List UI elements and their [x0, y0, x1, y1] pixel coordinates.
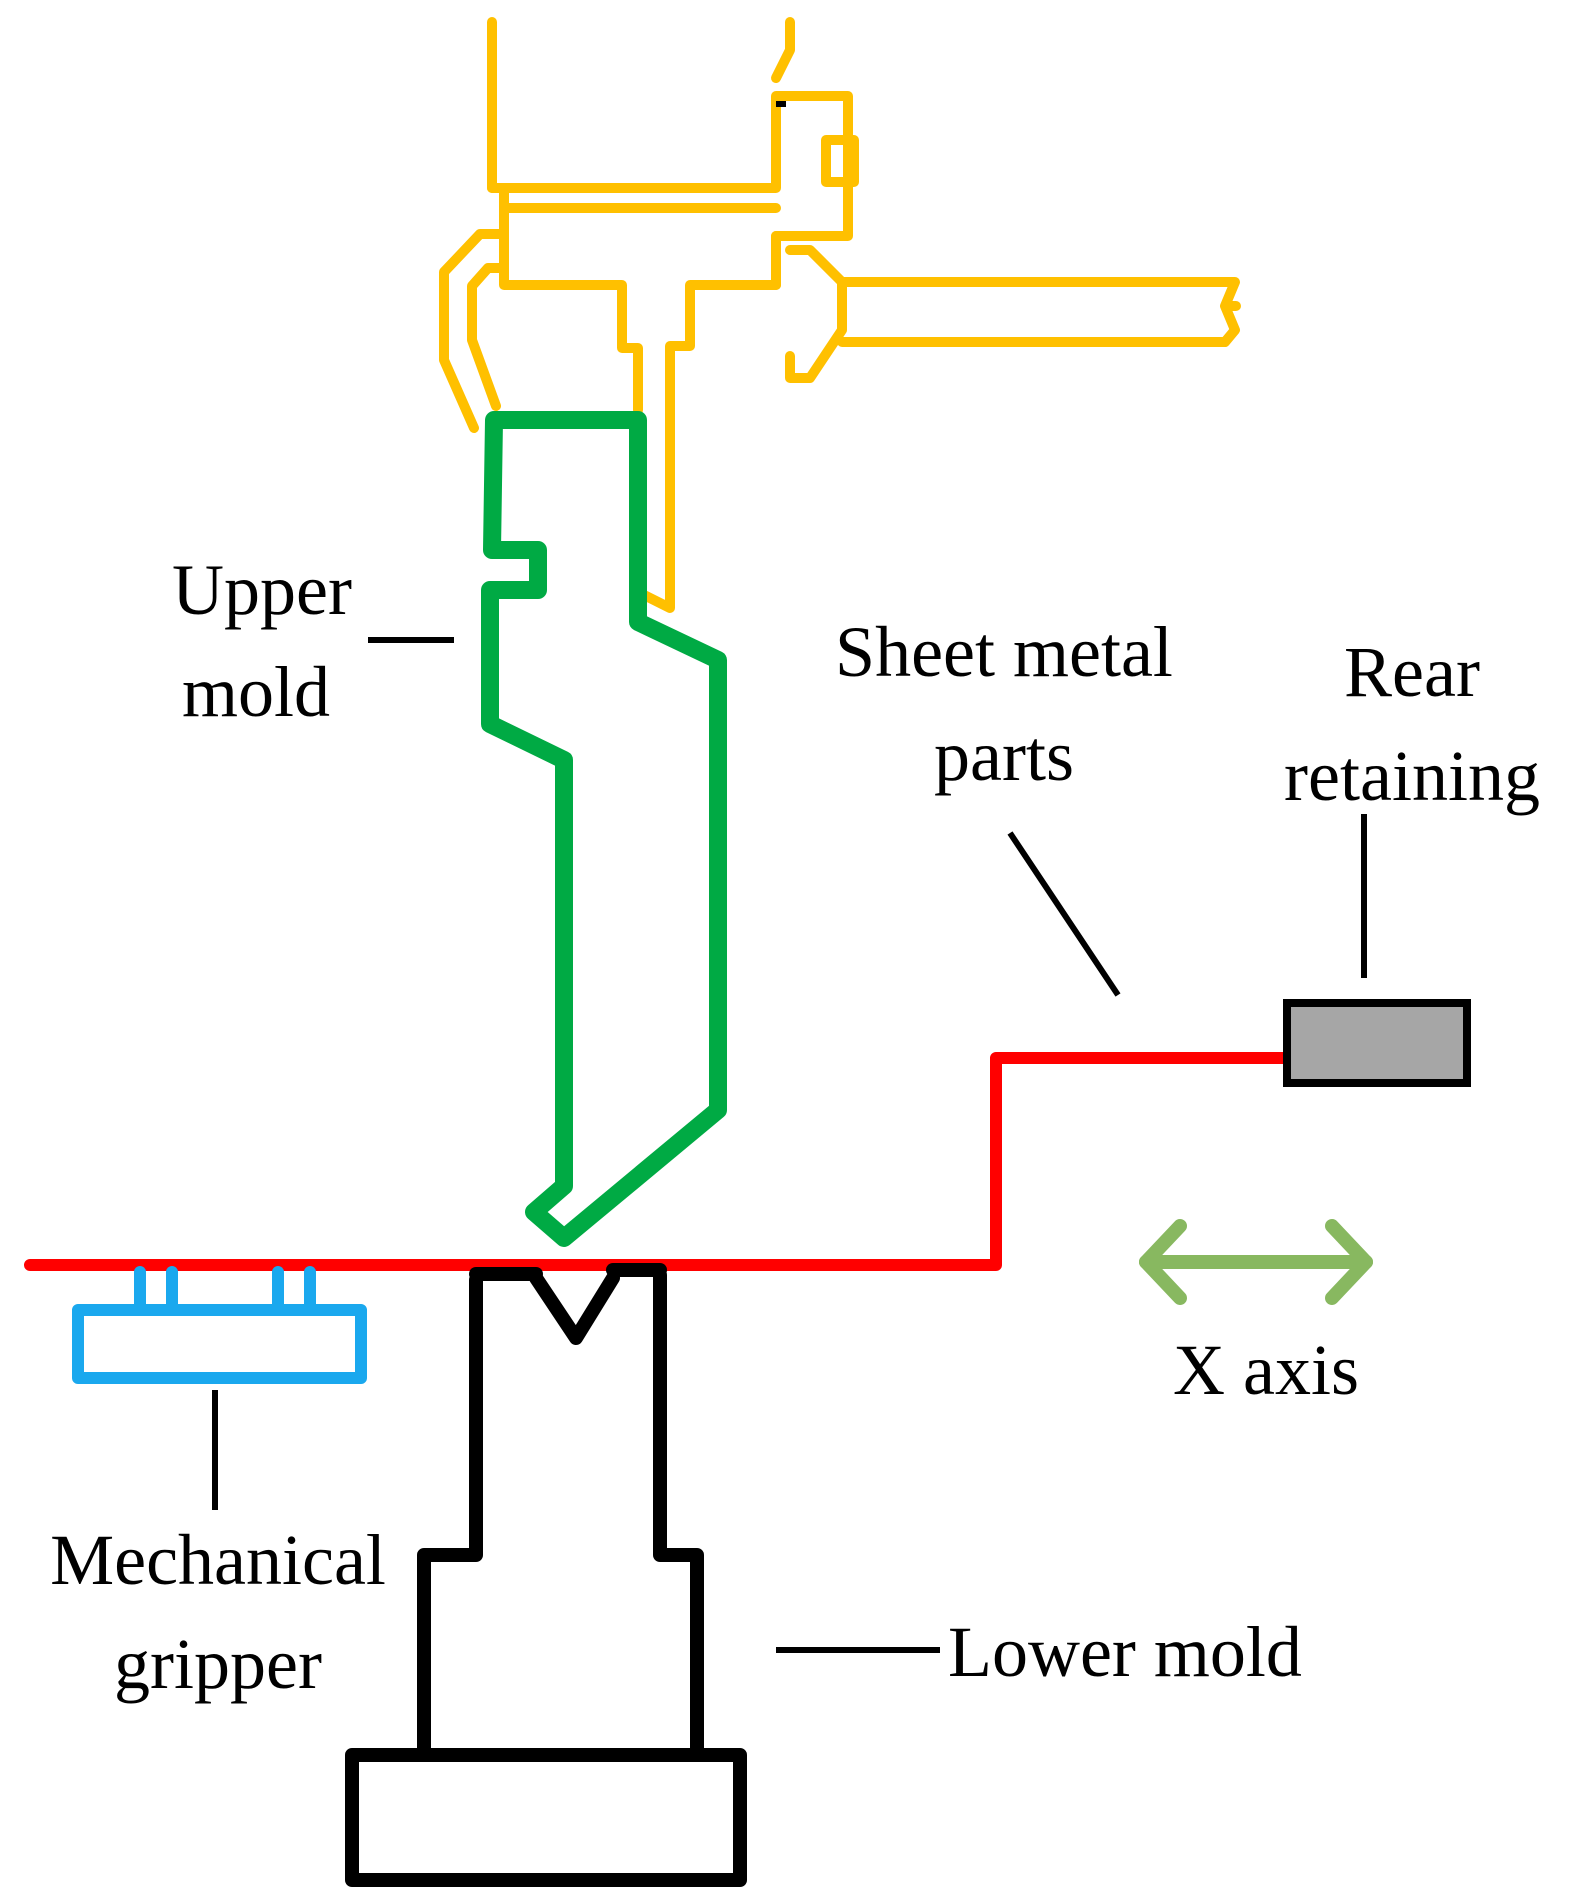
- upper-mold-label-line1: Upper: [172, 550, 352, 630]
- mechanical-gripper: [72, 1266, 367, 1384]
- ram-upper-beam: [487, 91, 853, 241]
- ram-cylinder-head: [785, 245, 847, 383]
- ram-cylinder-rod: [837, 277, 1240, 347]
- sheet-metal-label-line1: Sheet metal: [835, 612, 1173, 692]
- upper-mold-outline: [481, 411, 727, 1247]
- upper-mold-label-line2: mold: [182, 652, 330, 732]
- x-axis-arrowhead-right: [1325, 1219, 1373, 1305]
- x-axis-arrow: [1139, 1219, 1373, 1305]
- lower-mold-base: [345, 1748, 747, 1887]
- rear-retaining-label-line1: Rear: [1344, 632, 1480, 712]
- gripper-body: [72, 1304, 367, 1384]
- lower-mold-v-die: [529, 1271, 620, 1345]
- sheet-metal-label-line2: parts: [934, 716, 1074, 796]
- press-frame: [439, 17, 1241, 613]
- ram-right-rail: [771, 17, 795, 83]
- rear-retaining-label-line2: retaining: [1284, 736, 1540, 816]
- lower-mold-body: [417, 1268, 704, 1762]
- rear-retaining-block: [1283, 999, 1471, 1087]
- sheet-metal-part: [24, 1052, 1291, 1271]
- clamp-outer-arm: [439, 229, 509, 433]
- sheet-metal-leader: [1007, 831, 1121, 997]
- mechanical-gripper-label-line2: gripper: [114, 1624, 322, 1704]
- x-axis-arrowhead-left: [1139, 1219, 1187, 1305]
- clamp-inner-arm: [467, 263, 509, 411]
- lower-mold: [345, 1263, 747, 1887]
- leader-lines: [212, 637, 1367, 1653]
- lower-mold-label: Lower mold: [948, 1612, 1302, 1692]
- mechanical-gripper-label-line1: Mechanical: [50, 1520, 386, 1600]
- ram-center-post: [629, 280, 781, 613]
- ram-side-box: [821, 135, 859, 187]
- x-axis-label: X axis: [1173, 1330, 1359, 1410]
- ram-body-left: [499, 183, 643, 415]
